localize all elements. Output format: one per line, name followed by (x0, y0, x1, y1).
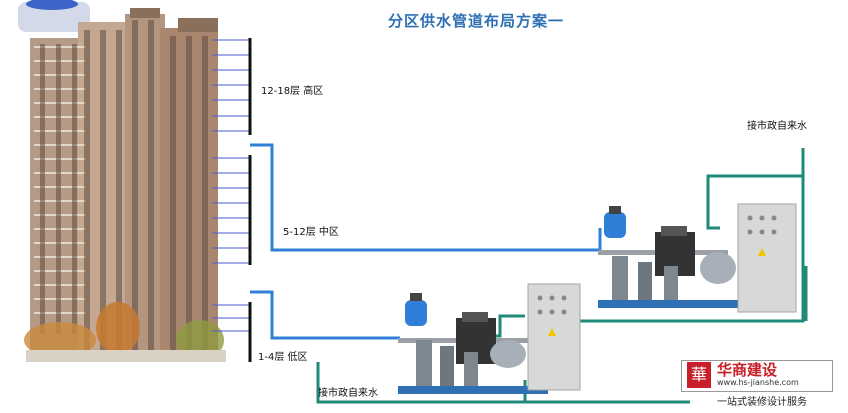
zone-supply-pipes (250, 143, 602, 340)
municipal-label-top: 接市政自来水 (747, 121, 807, 132)
municipal-pipes (316, 148, 808, 404)
brand-name: 华商建设 (717, 361, 778, 379)
zone-label-low: 1-4层 低区 (258, 352, 308, 363)
diagram-title: 分区供水管道布局方案一 (388, 12, 565, 30)
brand-url: www.hs-jianshe.com (717, 378, 799, 387)
zone-label-high: 12-18层 高区 (261, 86, 324, 97)
blurred-logo (18, 0, 90, 32)
brand-watermark: 華 华商建设 www.hs-jianshe.com 一站式装修设计服务 (681, 356, 833, 408)
municipal-label-bottom: 接市政自来水 (318, 388, 378, 399)
brand-slogan: 一站式装修设计服务 (715, 393, 809, 408)
zone-label-mid: 5-12层 中区 (283, 227, 339, 238)
pump-station-mid (598, 203, 797, 313)
apartment-building (24, 8, 226, 362)
pump-station-low (398, 283, 581, 394)
floor-branch-lines (212, 39, 250, 332)
brand-logo-icon: 華 (687, 362, 711, 388)
